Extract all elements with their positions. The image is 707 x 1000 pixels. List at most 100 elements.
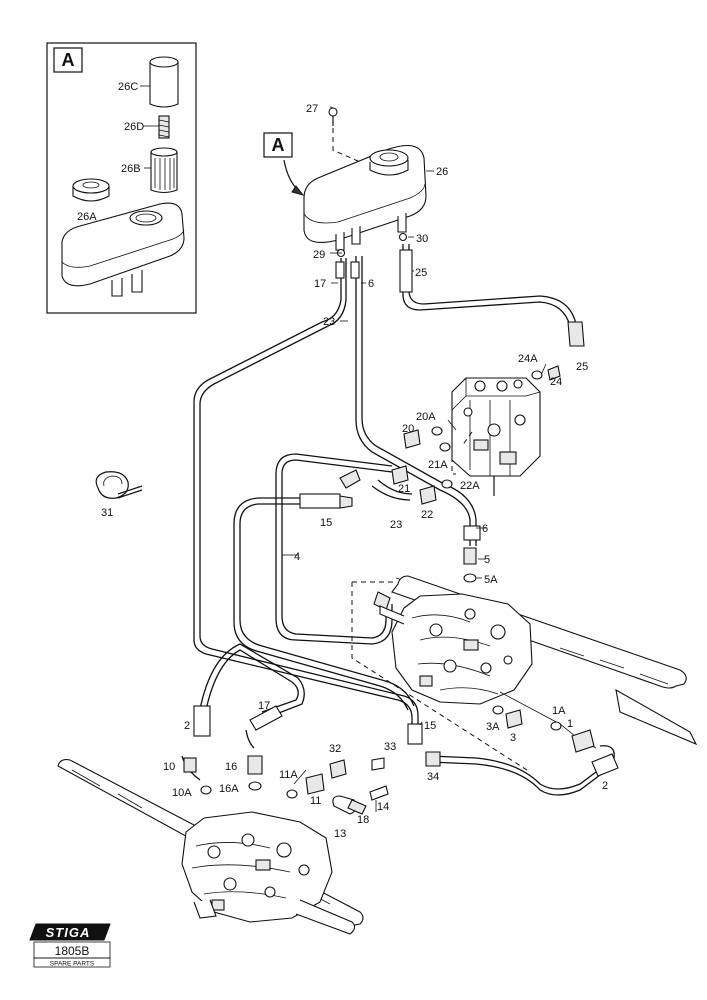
label-26c: 26C: [118, 81, 138, 93]
label-17-lower: 17: [258, 700, 270, 712]
part-26a-cap: [72, 178, 110, 202]
part-5-fitting: [463, 547, 477, 565]
label-26: 26: [436, 166, 448, 178]
label-13: 13: [334, 828, 346, 840]
part-22a-oring: [441, 479, 453, 489]
part-22-fitting: [419, 485, 437, 505]
part-labels: 27 26 29 30 17 6 25 23 24A 24 25 20A 20 …: [101, 103, 608, 840]
label-2-left: 2: [184, 720, 190, 732]
part-31-cable-tie: [95, 471, 143, 499]
part-34-fitting: [425, 751, 441, 767]
fittings-lower: [200, 705, 595, 815]
label-26a: 26A: [77, 211, 97, 223]
label-26b: 26B: [121, 163, 141, 175]
part-26-reservoir-inset: [61, 202, 185, 297]
label-25-upper: 25: [415, 267, 427, 279]
label-23-lower: 23: [390, 519, 402, 531]
transaxle-left: [57, 759, 364, 935]
label-10a: 10A: [172, 787, 192, 799]
stiga-logo-badge: [29, 923, 111, 941]
label-21a: 21A: [428, 459, 448, 471]
label-22a: 22A: [460, 480, 480, 492]
label-1a: 1A: [552, 705, 566, 717]
label-16: 16: [225, 761, 237, 773]
part-5a-oring: [463, 573, 477, 583]
hydraulic-pump-upper: [447, 377, 541, 496]
part-21-fitting: [391, 465, 409, 485]
inset-detail-a: A: [46, 42, 197, 314]
part-11a-oring: [286, 789, 298, 799]
label-15-lower: 15: [424, 720, 436, 732]
label-24: 24: [550, 376, 562, 388]
callout-letter: A: [272, 135, 285, 155]
part-26b-filter: [150, 147, 178, 194]
label-3a: 3A: [486, 721, 500, 733]
label-6-upper: 6: [368, 278, 374, 290]
part-26-reservoir: [303, 144, 427, 251]
part-20a-oring: [431, 426, 443, 436]
part-32-fitting: [329, 759, 347, 779]
label-4: 4: [294, 551, 300, 563]
leader-lines: [282, 106, 547, 785]
label-10: 10: [163, 761, 175, 773]
stiga-logo-block: STIGA 1805B SPARE PARTS: [29, 923, 111, 968]
label-20: 20: [402, 423, 414, 435]
hose-fittings: [181, 261, 619, 781]
part-24a-oring: [531, 370, 543, 380]
label-29: 29: [313, 249, 325, 261]
label-11: 11: [310, 795, 321, 807]
part-1a-oring: [550, 721, 562, 731]
inset-frame: [46, 42, 197, 314]
part-1-fitting: [571, 729, 595, 753]
spare-parts-caption: SPARE PARTS: [50, 961, 95, 968]
part-3-fitting: [505, 709, 523, 729]
inset-letter: A: [62, 50, 75, 70]
part-10a-oring: [200, 785, 212, 795]
fittings-upper: [391, 365, 561, 583]
label-5a: 5A: [484, 574, 498, 586]
inset-letter-box: [53, 47, 83, 73]
part-27-screw: [328, 107, 361, 163]
part-26c-filter-cover: [149, 56, 179, 108]
callout-a-main: A: [263, 132, 305, 196]
part-11-fitting: [305, 773, 325, 795]
label-31: 31: [101, 507, 113, 519]
part-33-fitting: [371, 757, 385, 771]
label-20a: 20A: [416, 411, 436, 423]
part-26d-spring: [158, 115, 170, 139]
label-5: 5: [484, 554, 490, 566]
transaxle-right: [351, 575, 698, 773]
spare-parts-box: [33, 957, 111, 968]
label-26d: 26D: [124, 121, 144, 133]
part-16-fitting: [247, 755, 263, 775]
label-34: 34: [427, 771, 439, 783]
label-11a: 11A: [279, 769, 298, 781]
callout-letter-box: [263, 132, 293, 158]
label-2-right: 2: [602, 780, 608, 792]
label-22: 22: [421, 509, 433, 521]
label-24a: 24A: [518, 353, 538, 365]
label-21: 21: [398, 483, 410, 495]
part-21a-oring: [439, 442, 451, 452]
label-27: 27: [306, 103, 318, 115]
part-24-fitting: [547, 365, 561, 381]
label-14: 14: [377, 801, 389, 813]
label-25-right: 25: [576, 361, 588, 373]
label-23-upper: 23: [323, 316, 335, 328]
label-30: 30: [416, 233, 428, 245]
part-20-fitting: [403, 429, 421, 449]
label-18: 18: [357, 814, 369, 826]
part-3a-oring: [492, 705, 504, 715]
label-32: 32: [329, 743, 341, 755]
label-17-upper: 17: [314, 278, 326, 290]
part-16a-oring: [248, 781, 262, 791]
part-18-bolt: [347, 799, 367, 815]
label-16a: 16A: [219, 783, 239, 795]
label-6-lower: 6: [482, 523, 488, 535]
stiga-logo-text: STIGA: [46, 925, 91, 940]
part-14-pin: [369, 785, 389, 801]
part-30-clamp: [398, 232, 408, 242]
diagram-code: 1805B: [55, 944, 90, 958]
label-15-upper: 15: [320, 517, 332, 529]
